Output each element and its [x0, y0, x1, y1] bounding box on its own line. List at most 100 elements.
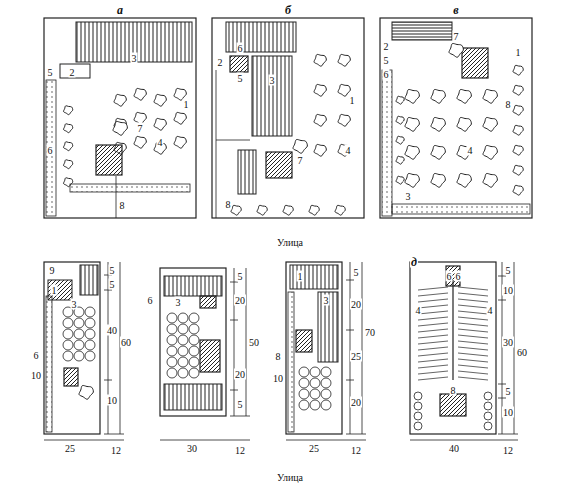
plan-label: 12: [234, 445, 246, 456]
plan-label: 8: [450, 385, 457, 396]
plan-label: 10: [30, 370, 42, 381]
shrub-symbol: [299, 389, 309, 399]
plan-label: 1: [51, 285, 58, 296]
shrub-symbol: [63, 318, 73, 328]
dimension-line: [418, 317, 448, 320]
shrub-symbol: [85, 329, 95, 339]
dimension-line: [418, 329, 448, 332]
tree-symbol: [405, 145, 419, 159]
shrub-symbol: [414, 392, 422, 400]
dimension-line: [498, 434, 518, 435]
dimension-line: [230, 282, 238, 283]
dimension-line: [458, 371, 488, 374]
plan-label: 2: [69, 67, 76, 78]
shrub-symbol: [85, 307, 95, 317]
dimension-line: [234, 268, 235, 416]
dimension-line: [458, 323, 488, 326]
plot-part: [60, 64, 90, 78]
plan-label: 30: [186, 443, 198, 454]
plan-label: 5: [237, 399, 244, 410]
tree-symbol: [396, 136, 404, 144]
plan-label: 3: [269, 75, 276, 86]
plan-label: 25: [64, 443, 76, 454]
shrub-symbol: [178, 313, 188, 323]
plan-label: 3: [175, 297, 182, 308]
plan-label: 50: [248, 337, 260, 348]
plan-label: 40: [106, 325, 118, 336]
tree-symbol: [396, 156, 404, 164]
plan-label: 25: [308, 443, 320, 454]
tree-symbol: [431, 117, 445, 131]
plan-label: 25: [350, 351, 362, 362]
dimension-line: [216, 70, 217, 218]
plan-label: 5: [109, 279, 116, 290]
plot-part: [392, 204, 530, 214]
plan-label: 1: [183, 99, 190, 110]
plan-label: 60: [120, 337, 132, 348]
dimension-line: [104, 290, 112, 291]
dimension-line: [418, 377, 448, 380]
plan-label: 1: [297, 271, 304, 282]
plan-label: а: [116, 5, 124, 16]
plan-label: 20: [350, 299, 362, 310]
plan-label: 8: [119, 200, 126, 211]
plan-label: 5: [353, 267, 360, 278]
shrub-symbol: [299, 378, 309, 388]
plan-label: 2: [217, 57, 224, 68]
shrub-symbol: [414, 422, 422, 430]
tree-symbol: [338, 114, 350, 126]
dimension-line: [418, 353, 448, 356]
tree-symbol: [154, 94, 166, 106]
shrub-symbol: [310, 400, 320, 410]
tree-symbol: [431, 89, 445, 103]
tree-symbol: [396, 176, 404, 184]
plot-part: [462, 48, 488, 78]
plan-label: 6: [446, 271, 453, 282]
dimension-line: [418, 287, 448, 290]
shrub-symbol: [189, 357, 199, 367]
dimension-line: [418, 371, 448, 374]
shrub-symbol: [63, 340, 73, 350]
dimension-line: [410, 440, 496, 441]
tree-symbol: [513, 185, 523, 195]
tree-symbol: [483, 173, 497, 187]
plan-label: 10: [106, 395, 118, 406]
tree-symbol: [64, 142, 73, 151]
tree-symbol: [314, 144, 326, 156]
tree-symbol: [314, 54, 326, 66]
plot-part: [266, 152, 292, 178]
plan-label: 3: [71, 299, 78, 310]
plot-part: [318, 292, 338, 362]
dimension-line: [418, 335, 448, 338]
plan-label: б: [284, 5, 292, 16]
plan-label: 5: [47, 67, 54, 78]
dimension-line: [458, 287, 488, 290]
shrub-symbol: [74, 318, 84, 328]
tree-symbol: [134, 88, 146, 100]
dimension-line: [458, 365, 488, 368]
dimension-line: [458, 293, 488, 296]
tree-symbol: [314, 84, 326, 96]
dimension-line: [458, 329, 488, 332]
dimension-line: [458, 347, 488, 350]
shrub-symbol: [310, 367, 320, 377]
plan-label: 6: [33, 350, 40, 361]
shrub-symbol: [85, 318, 95, 328]
plot-part: [46, 296, 52, 432]
tree-symbol: [114, 94, 126, 106]
tree-symbol: [338, 54, 350, 66]
shrub-symbol: [189, 324, 199, 334]
tree-symbol: [174, 136, 186, 148]
tree-symbol: [513, 85, 523, 95]
tree-symbol: [457, 89, 471, 103]
shrub-symbol: [321, 389, 331, 399]
plot-part: [440, 394, 466, 416]
tree-symbol: [405, 89, 419, 103]
plan-label: 8: [275, 351, 282, 362]
tree-symbol: [513, 145, 523, 155]
dimension-line: [458, 341, 488, 344]
plan-label: 5: [237, 271, 244, 282]
plan-label: 3: [323, 295, 330, 306]
plan-label: 5: [109, 265, 116, 276]
plan-label: 6: [455, 271, 462, 282]
